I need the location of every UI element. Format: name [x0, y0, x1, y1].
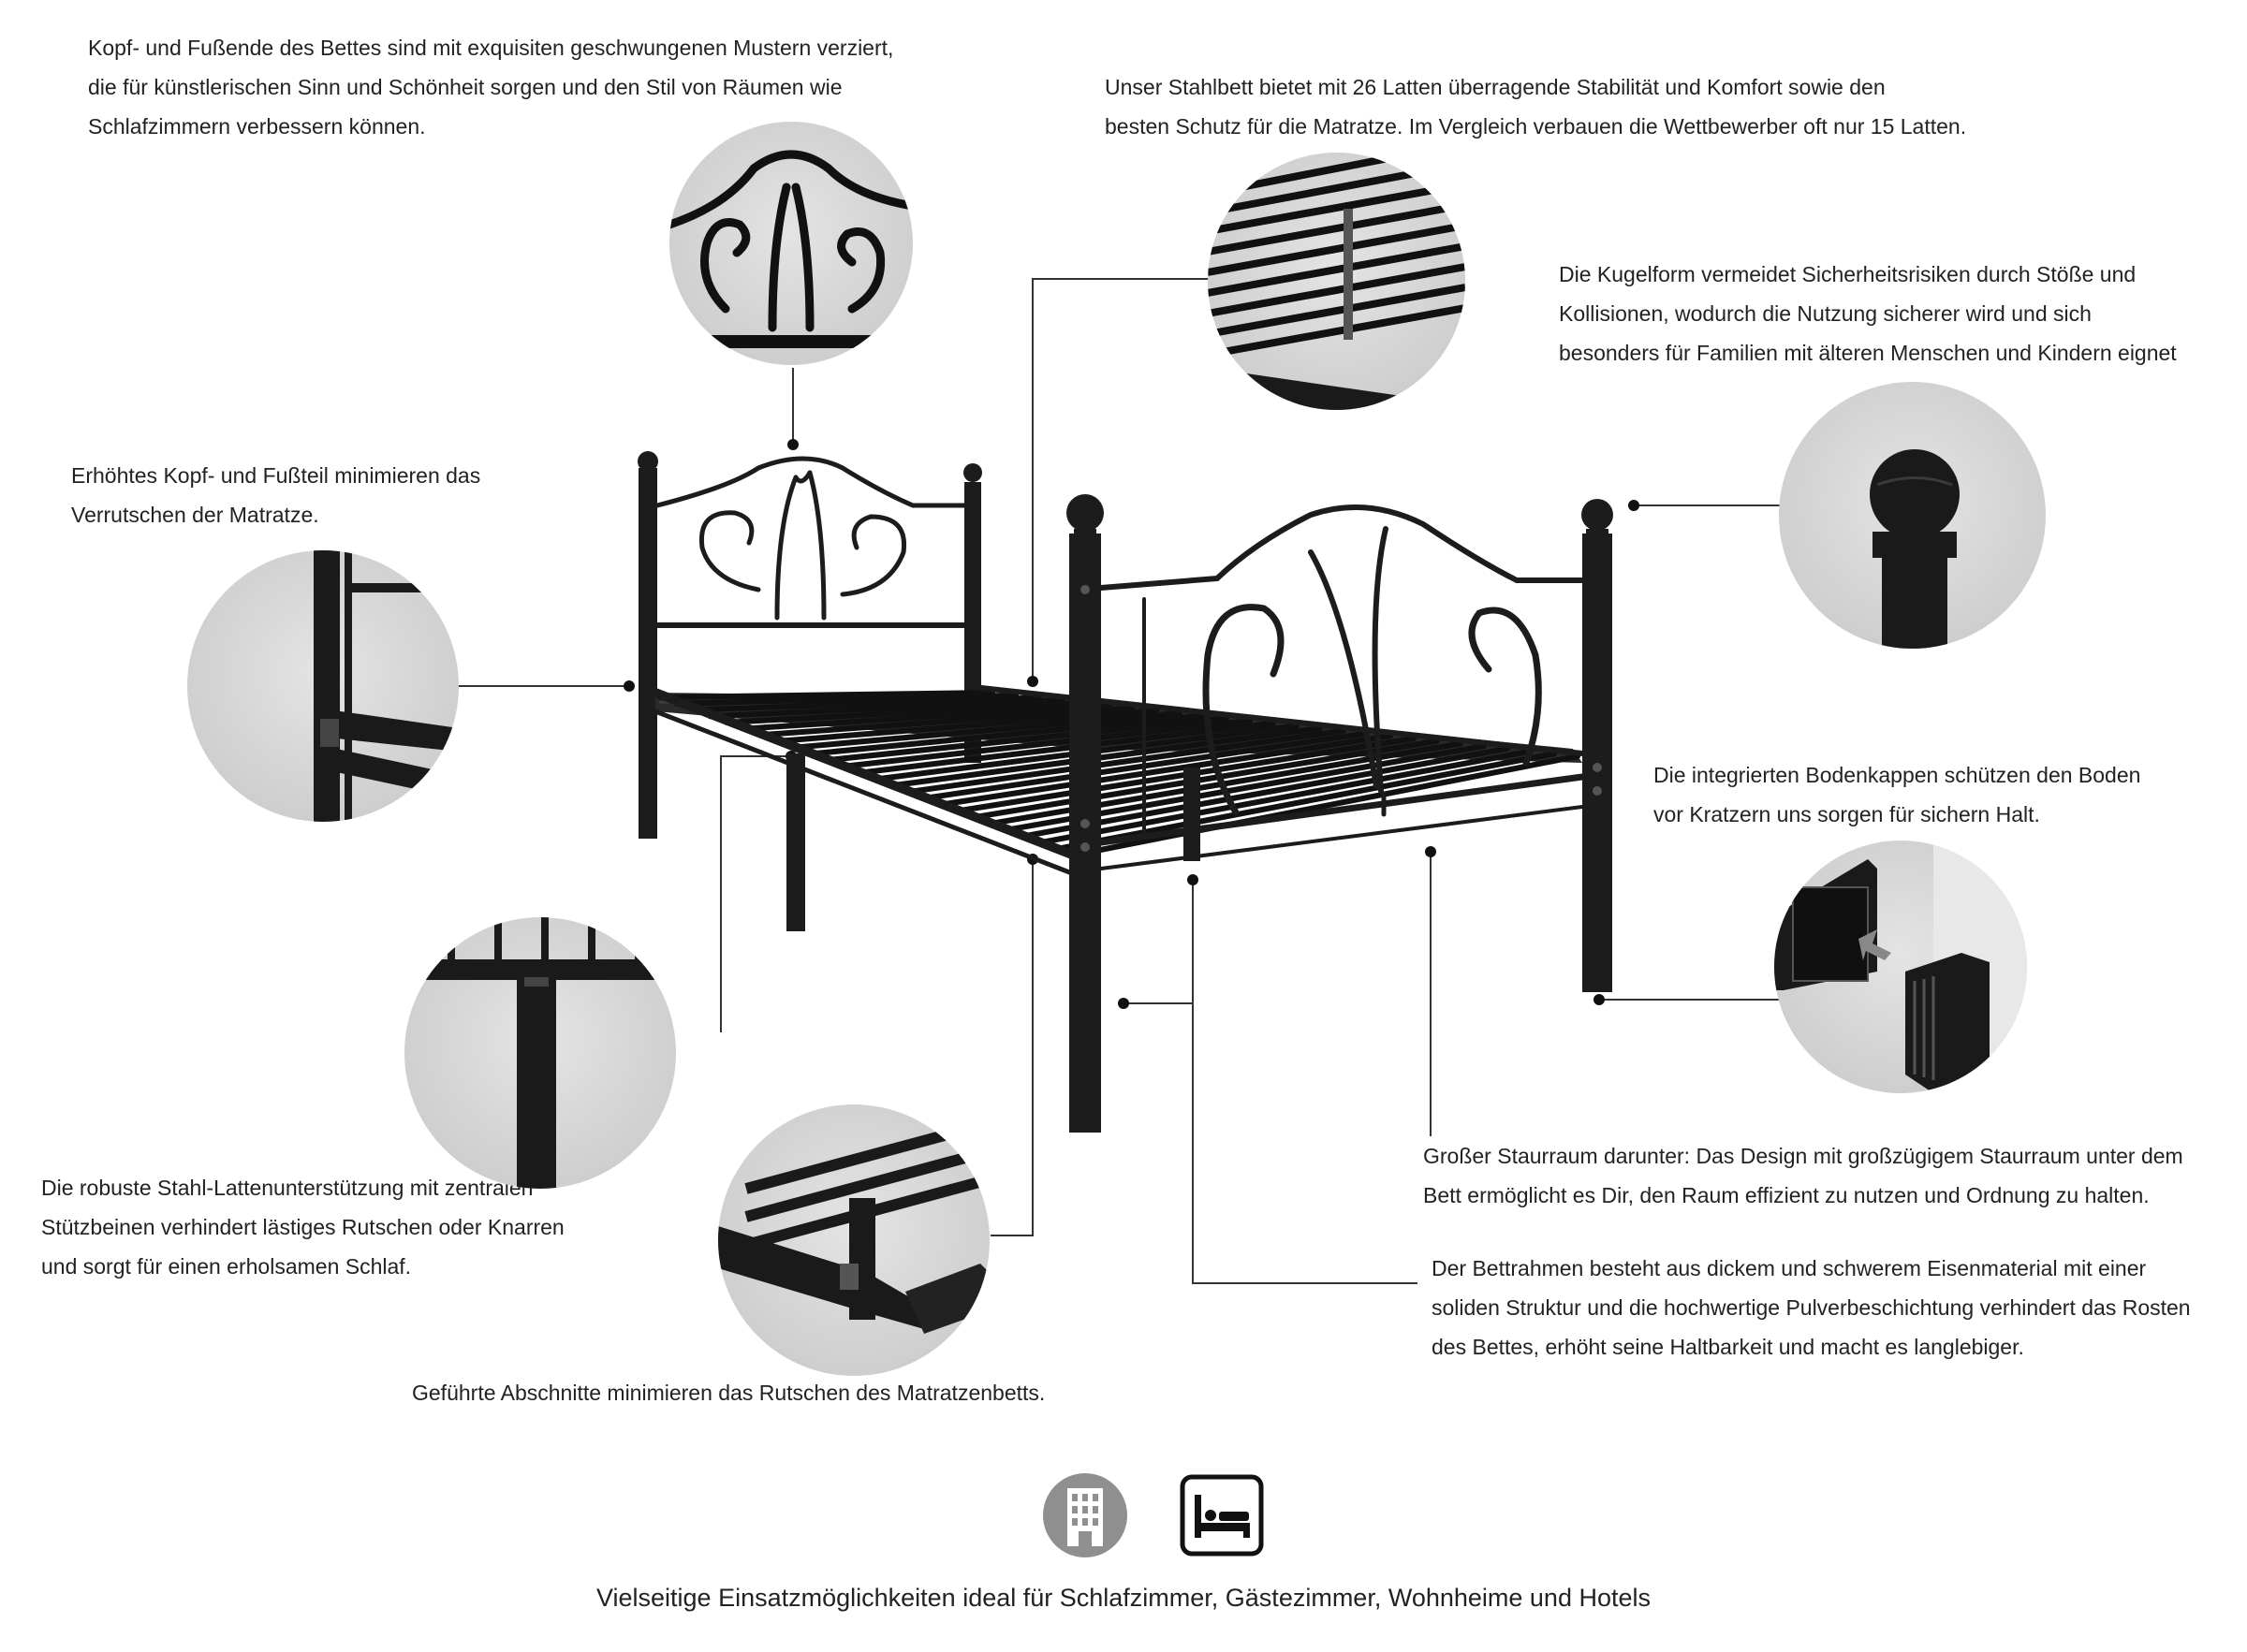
detail-ball-circle: [1779, 382, 2046, 649]
dot-slats: [1027, 676, 1038, 687]
bed-icon: [1180, 1474, 1264, 1557]
callout-guided: [991, 859, 1034, 1236]
note-raised: Erhöhtes Kopf- und Fußteil minimieren da…: [71, 463, 481, 527]
dot-frame: [1187, 874, 1198, 885]
callout-frame: [1192, 880, 1417, 1284]
note-ball: Die Kugelform vermeidet Sicherheitsrisik…: [1559, 262, 2177, 365]
dot-ball: [1628, 500, 1639, 511]
callout-slats: [1032, 278, 1226, 681]
dot-decor: [787, 439, 799, 450]
dot-raised: [624, 680, 635, 692]
usage-caption: Vielseitige Einsatzmöglichkeiten ideal f…: [595, 1584, 1651, 1612]
dot-frame-leg: [1118, 998, 1129, 1009]
detail-headboard-circle: [669, 122, 913, 365]
note-frame: Der Bettrahmen besteht aus dickem und sc…: [1432, 1256, 2191, 1359]
note-storage: Großer Staurraum darunter: Das Design mi…: [1423, 1144, 2183, 1207]
detail-caps-circle: [1774, 841, 2027, 1093]
dot-caps: [1593, 994, 1605, 1005]
detail-guided-circle: [718, 1104, 990, 1376]
note-support: Die robuste Stahl-Lattenunterstützung mi…: [41, 1176, 565, 1279]
note-guided: Geführte Abschnitte minimieren das Rutsc…: [412, 1381, 1046, 1405]
building-icon: [1041, 1471, 1129, 1559]
note-decor: Kopf- und Fußende des Bettes sind mit ex…: [88, 36, 894, 139]
note-caps: Die integrierten Bodenkappen schützen de…: [1653, 763, 2141, 826]
detail-support-circle: [404, 917, 676, 1189]
detail-slats-circle: [1208, 153, 1465, 410]
note-slats: Unser Stahlbett bietet mit 26 Latten übe…: [1105, 75, 1967, 139]
detail-raised-circle: [187, 550, 459, 822]
dot-storage: [1425, 846, 1436, 857]
